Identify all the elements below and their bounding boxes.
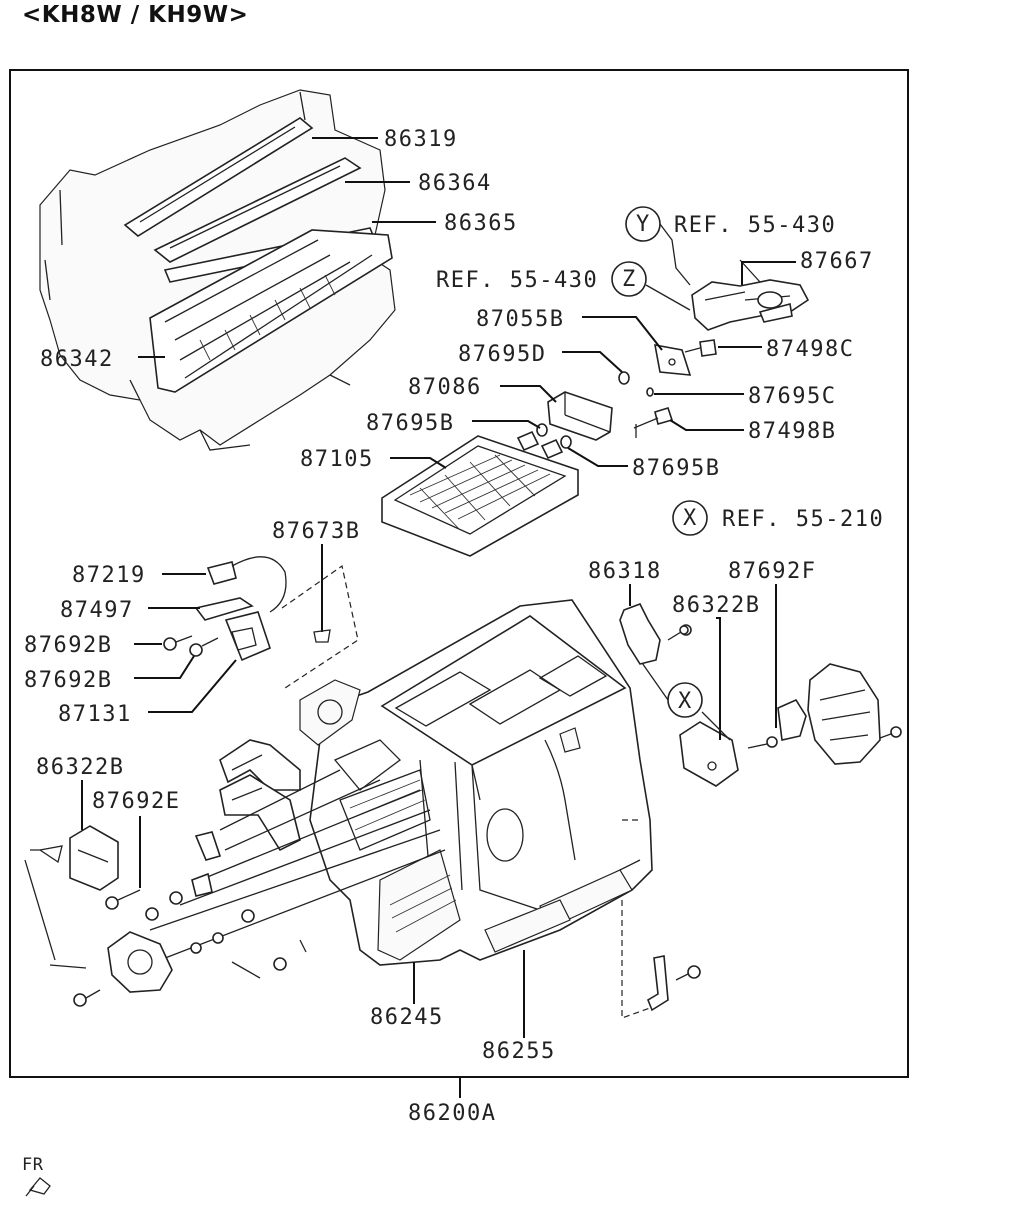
ref-leader-y <box>659 223 691 286</box>
label-87667: 87667 <box>800 249 874 274</box>
diagram-frame <box>9 69 909 1078</box>
actuator-86322B-right <box>679 721 739 787</box>
label-87498C: 87498C <box>766 337 854 362</box>
label-87673B: 87673B <box>272 519 360 544</box>
bolt-87498C <box>684 339 717 357</box>
air-filter-86319 <box>123 117 314 237</box>
label-87219: 87219 <box>72 563 146 588</box>
small-fasteners <box>145 625 701 981</box>
label-87497: 87497 <box>60 598 134 623</box>
block-joint-87086 <box>547 391 613 441</box>
ref-circle-z <box>611 261 647 297</box>
ref-leader-z <box>645 284 691 311</box>
heater-unit-main-case <box>309 599 653 966</box>
label-86365: 86365 <box>444 211 518 236</box>
label-86342: 86342 <box>40 347 114 372</box>
ref-text-z: REF. 55-430 <box>436 268 598 293</box>
ref-text-y: REF. 55-430 <box>674 213 836 238</box>
leader-87695B-left <box>472 420 541 429</box>
leader-87086 <box>500 385 557 403</box>
leader-87498B <box>669 419 744 431</box>
label-87692B-a: 87692B <box>24 633 112 658</box>
air-filter-86364 <box>153 157 362 263</box>
front-mark-label: FR <box>22 1155 44 1175</box>
ref-letter-x: X <box>683 506 698 531</box>
assembly-line-motor <box>281 564 359 691</box>
o-ring-87695B-left <box>536 423 548 437</box>
label-86245: 86245 <box>370 1005 444 1030</box>
leader-87692B-b <box>134 655 195 679</box>
ref-callout-x-leader <box>639 659 731 741</box>
front-arrow-icon <box>25 1177 51 1197</box>
label-87086: 87086 <box>408 375 482 400</box>
bracket-87055B <box>654 344 692 376</box>
label-86364: 86364 <box>418 171 492 196</box>
o-ring-87695D <box>618 371 630 385</box>
label-87692B-b: 87692B <box>24 668 112 693</box>
actuator-86322B-left <box>69 825 119 891</box>
label-87695B-left: 87695B <box>366 411 454 436</box>
leader-87131 <box>148 659 237 713</box>
label-86318: 86318 <box>588 559 662 584</box>
o-ring-87695B-right <box>560 435 572 449</box>
leader-87105 <box>390 457 447 469</box>
bracket-bottom-right <box>647 955 669 1012</box>
label-87105: 87105 <box>300 447 374 472</box>
screw-87692B-a <box>163 635 193 651</box>
leader-87667 <box>741 261 796 285</box>
label-86319: 86319 <box>384 127 458 152</box>
bolt-87498B <box>633 407 674 438</box>
heater-pipes <box>219 739 301 852</box>
label-87695D: 87695D <box>458 342 546 367</box>
blend-motor-right <box>747 663 902 765</box>
label-87695B-right: 87695B <box>632 456 720 481</box>
label-86322B-right: 86322B <box>672 593 760 618</box>
ref-circle-x <box>672 500 708 536</box>
o-ring-87695C <box>646 387 654 397</box>
mode-motor-left <box>24 845 173 1007</box>
label-87055B: 87055B <box>476 307 564 332</box>
label-87131: 87131 <box>58 702 132 727</box>
filter-case-86342 <box>149 229 393 393</box>
ref-callout-x-letter: X <box>678 689 693 714</box>
assembly-line-bottom-right <box>621 819 651 1019</box>
mode-linkage <box>299 679 461 961</box>
bracket-87497 <box>194 597 271 662</box>
label-86255: 86255 <box>482 1039 556 1064</box>
label-86322B-left: 86322B <box>36 755 124 780</box>
label-87498B: 87498B <box>748 419 836 444</box>
label-87692F: 87692F <box>728 559 816 584</box>
expansion-valve-pipe-87667 <box>691 259 810 331</box>
explosion-lines-left <box>149 769 446 961</box>
ref-letter-z: Z <box>622 267 637 292</box>
ref-letter-y: Y <box>636 212 651 237</box>
label-87695C: 87695C <box>748 384 836 409</box>
leader-87695D <box>562 351 623 373</box>
wire-clip-87673B <box>313 629 331 643</box>
screw-87692E <box>105 889 141 910</box>
page-title: <KH8W / KH9W> <box>22 2 249 28</box>
leader-86322B-right <box>716 617 721 740</box>
ref-text-x: REF. 55-210 <box>722 507 884 532</box>
connector-87219 <box>206 556 287 613</box>
leader-87055B <box>582 316 663 351</box>
label-87692E: 87692E <box>92 789 180 814</box>
heater-core-87105 <box>381 430 579 557</box>
screw-87692B-b <box>189 637 219 657</box>
label-86200A: 86200A <box>408 1101 496 1126</box>
leader-87695B-right <box>567 447 628 467</box>
